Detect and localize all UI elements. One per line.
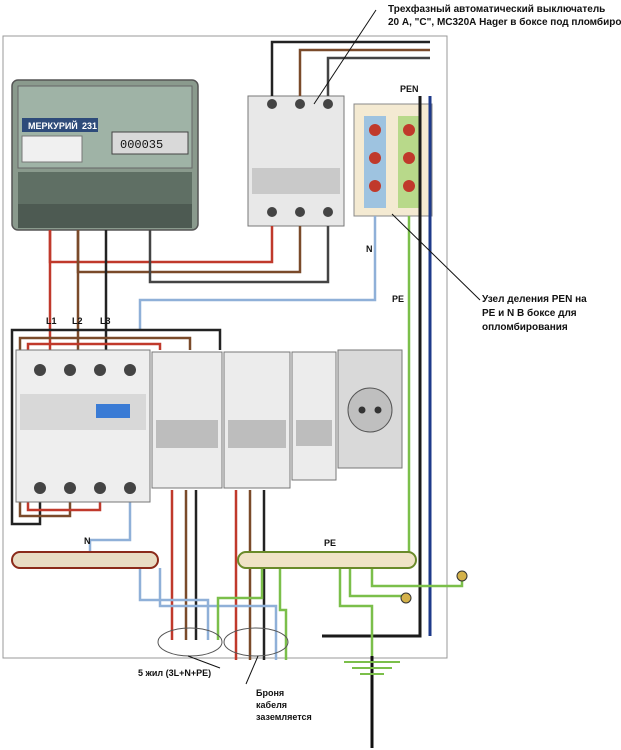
cable-loop-1 [157, 627, 223, 657]
ground-electrode [344, 656, 400, 748]
meter-model: 231 [82, 121, 97, 131]
n-label-top: N [366, 244, 373, 254]
breaker-annotation-line1: Трехфазный автоматический выключатель [388, 3, 605, 15]
pe-busbar [237, 551, 417, 569]
ground-clamp-1 [456, 570, 468, 582]
armor-annotation-line3: заземляется [256, 712, 312, 722]
wiring [10, 40, 464, 660]
ground-clamp-2 [400, 592, 412, 604]
electricity-meter: МЕРКУРИЙ 231 000035 [11, 79, 199, 231]
pen-label: PEN [400, 84, 419, 94]
meter-brand: МЕРКУРИЙ [28, 120, 78, 131]
n-bus-label: N [84, 536, 91, 546]
three-phase-breaker [247, 95, 345, 227]
pe-bus-label: PE [324, 538, 336, 548]
cable-annotation: 5 жил (3L+N+PE) [138, 668, 211, 678]
pe-label-right: PE [392, 294, 404, 304]
pen-split-annotation-line1: Узел деления PEN на [482, 294, 587, 305]
breaker-annotation-line2: 20 А, "С", МС320А Hager в боксе под плом… [388, 16, 621, 28]
l3-label: L3 [100, 316, 111, 326]
meter-reading: 000035 [120, 138, 163, 152]
din-rail-devices [15, 349, 403, 503]
l2-label: L2 [72, 316, 83, 326]
leader-lines [187, 9, 481, 685]
enclosure-outline [2, 35, 448, 659]
l1-label: L1 [46, 316, 57, 326]
n-busbar [11, 551, 159, 569]
armor-annotation-line2: кабеля [256, 700, 287, 710]
circuit-breaker-group-3 [291, 351, 337, 481]
pen-split-annotation-line2: PE и N В боксе для [482, 307, 577, 319]
cable-loop-2 [223, 627, 289, 657]
pen-split-annotation-line3: опломбирования [482, 321, 568, 333]
armor-annotation-line1: Броня [256, 688, 284, 698]
